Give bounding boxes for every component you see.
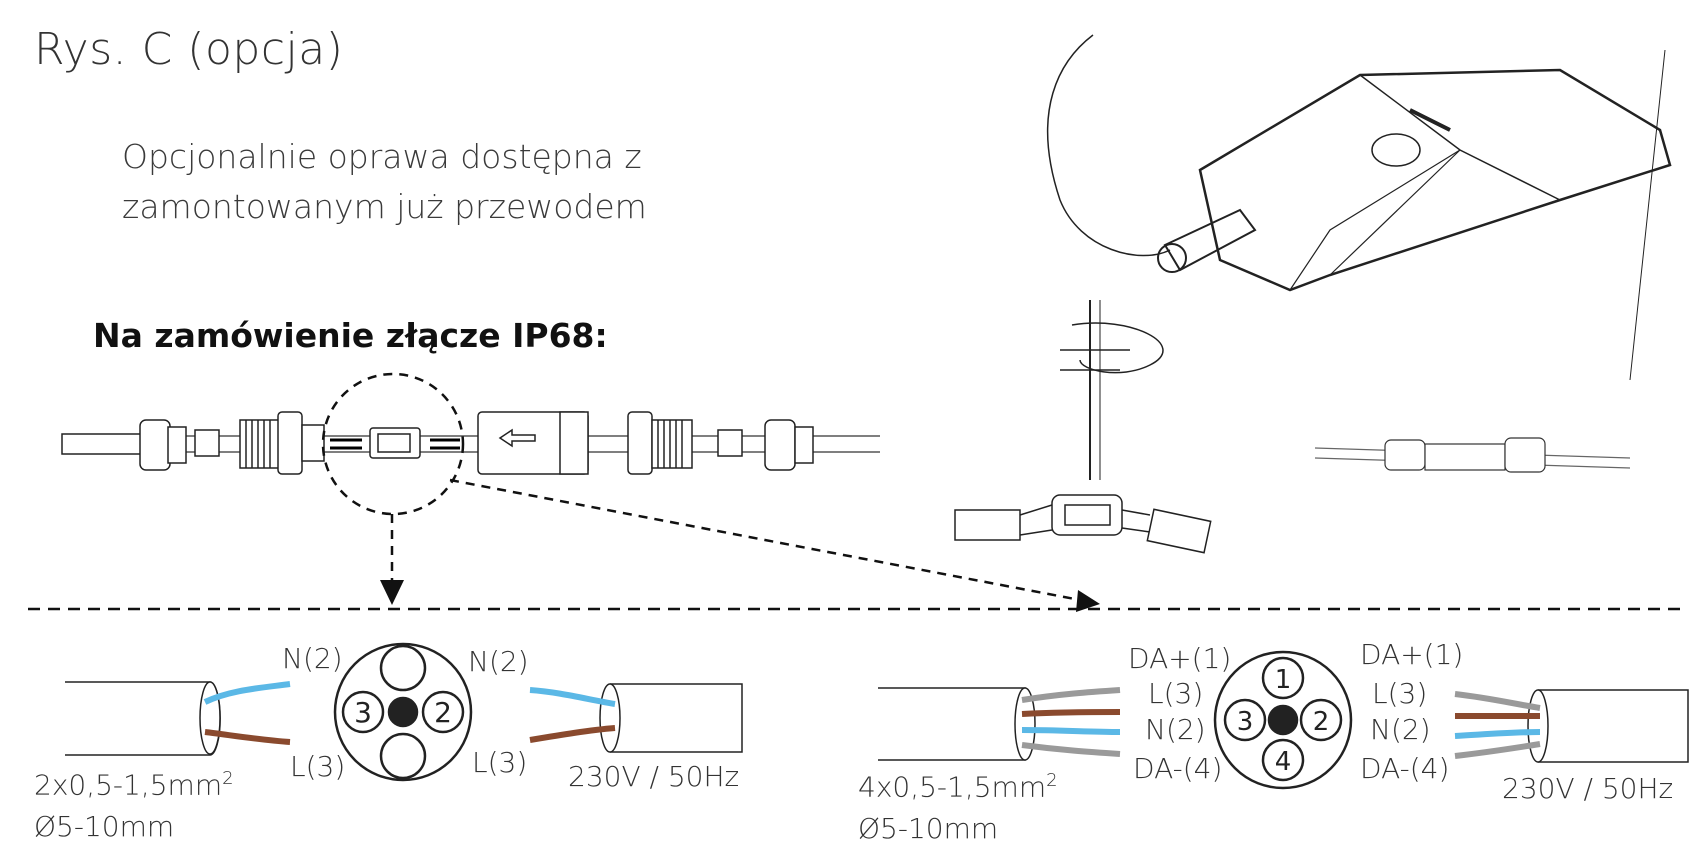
left-supply: 230V / 50Hz <box>568 760 740 793</box>
blue-wire-left <box>203 681 291 705</box>
connector-exploded-icon <box>61 411 880 475</box>
brown-wire-left-2 <box>1021 709 1121 717</box>
left-label-n-out: N(2) <box>468 645 529 678</box>
right-label-left-4: DA-(4) <box>1133 752 1223 785</box>
blue-wire-right-3 <box>1454 729 1541 739</box>
right-wiring-diagram: 1 3 2 4 <box>878 650 1689 790</box>
figure-title: Rys. C (opcja) <box>34 24 344 75</box>
right-label-right-3: N(2) <box>1370 713 1431 746</box>
left-pin-2-label: 2 <box>434 696 452 729</box>
left-cable-spec-exp: 2 <box>222 768 234 789</box>
left-label-l-in: L(3) <box>290 750 346 783</box>
grey-wire-left-4 <box>1021 742 1121 757</box>
left-diameter: Ø5-10mm <box>34 810 175 844</box>
right-pin-2-label: 2 <box>1313 707 1330 737</box>
left-pin-3-label: 3 <box>354 696 372 729</box>
left-cable-spec: 2x0,5-1,5mm2 Ø5-10mm <box>34 758 234 848</box>
arrow-down-icon <box>380 580 404 605</box>
description-line-1: Opcjonalnie oprawa dostępna z <box>122 137 642 176</box>
grey-wire-left-1 <box>1021 687 1121 703</box>
right-supply: 230V / 50Hz <box>1502 772 1674 805</box>
right-label-right-4: DA-(4) <box>1360 752 1450 785</box>
right-diameter: Ø5-10mm <box>858 812 999 846</box>
right-label-left-3: N(2) <box>1145 713 1206 746</box>
left-wiring-diagram: 3 2 <box>65 642 743 782</box>
right-pin-3-label: 3 <box>1237 707 1254 737</box>
right-cable-spec-text: 4x0,5-1,5mm <box>858 770 1047 804</box>
right-label-left-1: DA+(1) <box>1128 642 1232 675</box>
zoom-callout <box>321 372 1081 602</box>
right-pin-1-label: 1 <box>1275 665 1292 695</box>
left-label-n-in: N(2) <box>282 642 343 675</box>
figure-description: Opcjonalnie oprawa dostępna z zamontowan… <box>122 132 647 232</box>
blue-wire-right <box>529 687 616 707</box>
connector-assembled-icon <box>954 300 1212 554</box>
grey-wire-right-1 <box>1454 691 1541 711</box>
grey-wire-right-4 <box>1454 741 1541 759</box>
left-label-l-out: L(3) <box>472 746 528 779</box>
description-line-2: zamontowanym już przewodem <box>122 187 647 226</box>
right-cable-spec: 4x0,5-1,5mm2 Ø5-10mm <box>858 760 1058 850</box>
left-cable-spec-text: 2x0,5-1,5mm <box>34 768 223 802</box>
brown-wire-left <box>204 729 291 745</box>
order-heading: Na zamówienie złącze IP68: <box>93 316 608 355</box>
luminaire-icon <box>1046 34 1672 381</box>
right-label-left-2: L(3) <box>1148 677 1204 710</box>
right-label-right-1: DA+(1) <box>1360 638 1464 671</box>
connector-assembled-small-icon <box>1314 437 1631 473</box>
arrow-right-icon <box>1076 590 1100 612</box>
pin-layout-icon <box>333 642 473 782</box>
blue-wire-left-3 <box>1021 727 1121 735</box>
pin-layout-4-icon <box>1213 650 1353 790</box>
right-cable-spec-exp: 2 <box>1046 770 1058 791</box>
brown-wire-right <box>529 725 616 743</box>
right-label-right-2: L(3) <box>1372 677 1428 710</box>
right-pin-4-label: 4 <box>1275 747 1292 777</box>
